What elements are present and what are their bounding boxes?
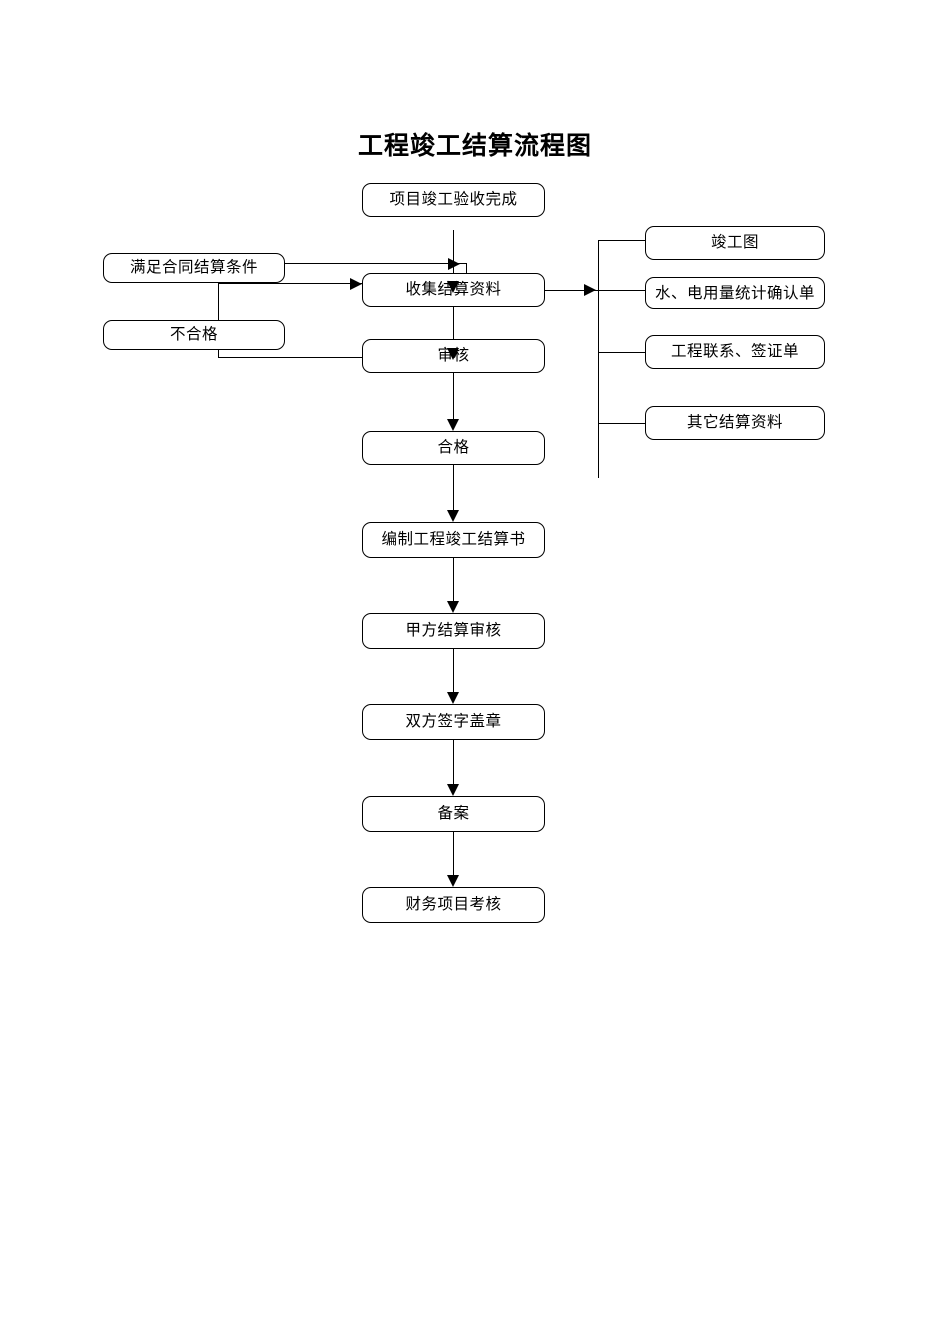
- connector-collect-to-right-trunk: [545, 290, 598, 291]
- arrowhead-into-owner-audit: [447, 601, 459, 613]
- arrowhead-into-review: [447, 348, 459, 360]
- arrowhead-into-record: [447, 784, 459, 796]
- node-as-built-drawing[interactable]: 竣工图: [645, 226, 825, 260]
- node-project-acceptance-complete[interactable]: 项目竣工验收完成: [362, 183, 545, 217]
- node-label: 编制工程竣工结算书: [381, 531, 526, 548]
- node-label: 甲方结算审核: [405, 622, 502, 639]
- connector-qualified-to-compile: [453, 465, 454, 512]
- arrowhead-into-collect: [447, 281, 459, 293]
- node-label: 竣工图: [710, 234, 759, 251]
- connector-review-to-qualified: [453, 373, 454, 421]
- node-both-parties-sign-seal[interactable]: 双方签字盖章: [362, 704, 545, 740]
- arrowhead-into-qualified: [447, 419, 459, 431]
- node-review[interactable]: 审核: [362, 339, 545, 373]
- branch-to-other-materials: [598, 423, 645, 424]
- arrowhead-into-finance-kpi: [447, 875, 459, 887]
- arrowhead-into-right-trunk: [584, 284, 596, 296]
- connector-compile-to-owner-audit: [453, 558, 454, 605]
- node-owner-settlement-audit[interactable]: 甲方结算审核: [362, 613, 545, 649]
- node-label: 工程联系、签证单: [670, 343, 799, 360]
- connector-condition-to-collect: [285, 263, 467, 264]
- connector-record-to-finance-kpi: [453, 832, 454, 879]
- node-contract-settlement-condition-met[interactable]: 满足合同结算条件: [103, 253, 285, 283]
- arrowhead-into-compile: [447, 510, 459, 522]
- node-unqualified[interactable]: 不合格: [103, 320, 285, 350]
- connector-sign-seal-to-record: [453, 740, 454, 788]
- node-label: 其它结算资料: [686, 414, 783, 431]
- node-label: 双方签字盖章: [405, 713, 502, 730]
- node-water-electricity-usage-confirmation[interactable]: 水、电用量统计确认单: [645, 277, 825, 309]
- branch-to-utility-confirmation: [598, 290, 645, 291]
- node-label: 财务项目考核: [405, 896, 502, 913]
- page-title: 工程竣工结算流程图: [357, 133, 592, 160]
- node-label: 项目竣工验收完成: [389, 191, 518, 208]
- node-label: 备案: [437, 805, 470, 822]
- node-label: 满足合同结算条件: [129, 259, 258, 276]
- node-finance-project-assessment[interactable]: 财务项目考核: [362, 887, 545, 923]
- node-filing-record[interactable]: 备案: [362, 796, 545, 832]
- connector-feedback-to-collect: [218, 283, 363, 284]
- arrowhead-into-sign-seal: [447, 692, 459, 704]
- node-other-settlement-materials[interactable]: 其它结算资料: [645, 406, 825, 440]
- node-engineering-contact-visa-form[interactable]: 工程联系、签证单: [645, 335, 825, 369]
- connector-review-feedback-horizontal: [218, 357, 363, 358]
- connector-condition-drop: [466, 263, 467, 277]
- node-label: 不合格: [169, 326, 218, 343]
- connector-right-trunk: [598, 240, 599, 478]
- node-label: 合格: [437, 439, 470, 456]
- arrowhead-condition-to-collect: [448, 258, 460, 270]
- connector-owner-audit-to-sign-seal: [453, 649, 454, 696]
- branch-to-contact-visa-form: [598, 352, 645, 353]
- branch-to-as-built-drawing: [598, 240, 645, 241]
- node-label: 水、电用量统计确认单: [654, 285, 815, 302]
- arrowhead-feedback-into-collect: [350, 278, 362, 290]
- node-compile-settlement-statement[interactable]: 编制工程竣工结算书: [362, 522, 545, 558]
- node-qualified[interactable]: 合格: [362, 431, 545, 465]
